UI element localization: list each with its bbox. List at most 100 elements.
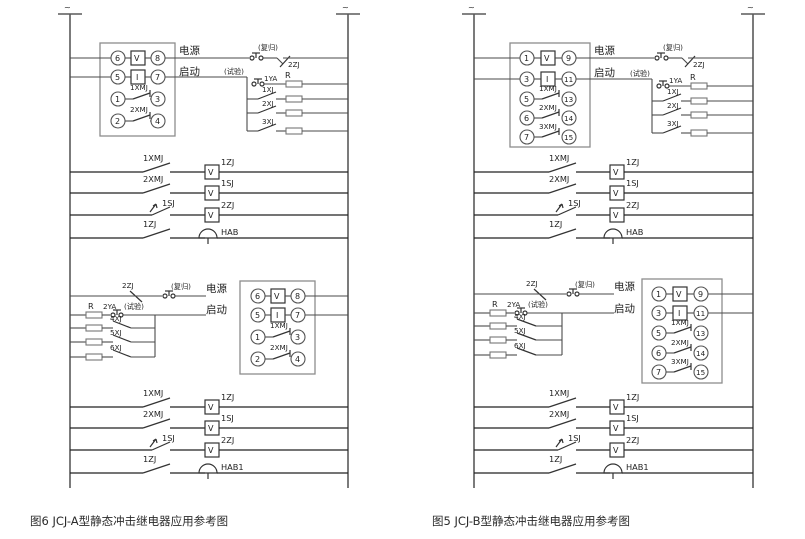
terminal-11b-b: 11 (696, 309, 705, 318)
upper-test-branch-b: (试验) 1YA R 1XJ 2XJ 3XJ (602, 69, 753, 137)
start-label-lower-b: 启动 (614, 302, 635, 315)
terminal-8b: 8 (295, 292, 300, 301)
rung4-contact-lower-b: 1ZJ (549, 454, 562, 464)
contact-3xmj-upper-b: 3XMJ (539, 122, 557, 131)
contact-1xmj-upper: 1XMJ (130, 83, 148, 92)
terminal-3a: 3 (155, 95, 160, 104)
bus-left: ~ (58, 2, 82, 488)
terminal-13b-b: 13 (696, 329, 705, 338)
terminal-1a: 1 (115, 95, 120, 104)
lower-reset-label: (复归) (171, 282, 191, 291)
contact-2xmj-upper-b: 2XMJ (539, 103, 557, 112)
bell-icon-lower (198, 463, 218, 479)
voltage-symbol-lower-b: V (676, 290, 682, 299)
terminal-8a: 8 (155, 54, 160, 63)
contact-2xmj-lower: 2XMJ (270, 343, 288, 352)
upper-ladder-b: 1XMJ V 1ZJ 2XMJ V 1SJ 1SJ V 2ZJ 1ZJ HAB (474, 153, 753, 244)
rung2-contact-upper: 2XMJ (143, 174, 163, 184)
terminal-3b: 3 (295, 333, 300, 342)
terminal-11a-b: 11 (564, 75, 573, 84)
rung1-device-lower-b: V (613, 403, 619, 412)
rung4-device-label-lower-b: HAB1 (626, 462, 649, 472)
contact-2xj-b: 2XJ (667, 101, 679, 110)
rung1-device-upper-b: V (613, 168, 619, 177)
terminal-7b-b: 7 (656, 368, 661, 377)
rung4-device-label-upper-b: HAB (626, 227, 644, 237)
lower-reset-label-b: (复归) (575, 280, 595, 289)
caption-right: 图5 JCJ-B型静态冲击继电器应用参考图 (432, 514, 631, 528)
contact-3xmj-lower-b: 3XMJ (671, 357, 689, 366)
rung3-contact-upper-b: 1SJ (568, 198, 581, 208)
rung1-contact-upper-b: 1XMJ (549, 153, 569, 163)
lower-reset-contact-2zj: 2ZJ (122, 281, 134, 290)
terminal-14a-b: 14 (564, 114, 574, 123)
test-label-upper-b: (试验) (630, 69, 650, 78)
bell-icon-upper (198, 228, 218, 244)
terminal-9a-b: 9 (566, 54, 571, 63)
reset-contact-2zj-upper: 2ZJ (288, 60, 300, 69)
rung3-contact-lower: 1SJ (162, 433, 175, 443)
upper-ladder: 1XMJ V 1ZJ 2XMJ V 1SJ 1SJ V 2ZJ 1ZJ (70, 153, 348, 244)
start-label-upper-b: 启动 (594, 66, 615, 79)
contact-4xj: 4XJ (110, 314, 122, 323)
lower-left-branch: 2ZJ (复归) R 2YA (试验) 4XJ 5XJ (70, 281, 206, 361)
terminal-15b-b: 15 (696, 368, 705, 377)
rung3-device-label-upper-b: 2ZJ (626, 200, 639, 210)
terminal-13a-b: 13 (564, 95, 573, 104)
rung1-contact-lower: 1XMJ (143, 388, 163, 398)
rung1-device-label-upper: 1ZJ (221, 157, 234, 167)
coil-2ya-b: 2YA (507, 300, 520, 309)
bus-right-b: ~ (741, 2, 765, 488)
terminal-5b: 5 (255, 311, 260, 320)
terminal-6b-b: 6 (656, 349, 661, 358)
lower-ladder-b: 1XMJ V 1ZJ 2XMJ V 1SJ 1SJ V 2ZJ 1ZJ HAB1 (474, 388, 753, 479)
contact-6xj-b: 6XJ (514, 341, 526, 350)
caption-left: 图6 JCJ-A型静态冲击继电器应用参考图 (30, 514, 229, 528)
contact-3xj: 3XJ (262, 117, 274, 126)
contact-1xj-b: 1XJ (667, 87, 679, 96)
contact-5xj-b: 5XJ (514, 326, 526, 335)
upper-relay-unit: 6 V 8 5 I 7 1 1XMJ 3 2 2XMJ (70, 42, 200, 137)
contact-6xj: 6XJ (110, 343, 122, 352)
contact-5xj: 5XJ (110, 328, 122, 337)
terminal-5a-b: 5 (524, 95, 529, 104)
terminal-2a: 2 (115, 117, 120, 126)
coil-2ya: 2YA (103, 302, 116, 311)
coil-1ya-b: 1YA (669, 76, 682, 85)
rung2-contact-lower: 2XMJ (143, 409, 163, 419)
resistor-label-upper: R (285, 70, 291, 80)
test-label-upper: (试验) (224, 67, 244, 76)
power-label-lower-b: 电源 (614, 280, 635, 293)
reset-label-upper-b: (复归) (663, 43, 683, 52)
terminal-4a: 4 (155, 117, 160, 126)
terminal-1b-b: 1 (656, 290, 661, 299)
contact-2xmj-upper: 2XMJ (130, 105, 148, 114)
rung2-device-label-lower-b: 1SJ (626, 413, 639, 423)
rung1-device-label-lower-b: 1ZJ (626, 392, 639, 402)
rung1-device-label-lower: 1ZJ (221, 392, 234, 402)
lower-resistor-label-b: R (492, 299, 498, 309)
voltage-symbol-upper-b: V (544, 54, 550, 63)
contact-1xmj-lower-b: 1XMJ (671, 318, 689, 327)
reset-label-upper: (复归) (258, 43, 278, 52)
voltage-symbol-upper: V (134, 54, 140, 63)
ac-symbol-right-b: ~ (747, 2, 754, 12)
rung3-device-upper: V (208, 211, 214, 220)
rung3-contact-upper: 1SJ (162, 198, 175, 208)
terminal-3b-b: 3 (656, 309, 661, 318)
terminal-7b: 7 (295, 311, 300, 320)
current-symbol-upper-b: I (546, 75, 548, 84)
ac-symbol-left: ~ (64, 2, 71, 12)
lower-relay-unit-b: 电源 启动 1 V 9 3 I 11 5 1XMJ 13 6 2XMJ (614, 278, 753, 384)
start-label-lower: 启动 (206, 303, 227, 316)
contact-4xj-b: 4XJ (514, 312, 526, 321)
rung3-device-lower: V (208, 446, 214, 455)
rung4-device-label-upper: HAB (221, 227, 239, 237)
terminal-5a: 5 (115, 73, 120, 82)
rung2-device-upper: V (208, 189, 214, 198)
upper-reset-branch-b: (复归) 2ZJ (602, 43, 753, 69)
lower-relay-unit: 电源 启动 6 V 8 5 I 7 1 1XMJ 3 2 2XMJ (206, 280, 348, 375)
lower-test-label: (试验) (124, 302, 144, 311)
rung1-contact-lower-b: 1XMJ (549, 388, 569, 398)
